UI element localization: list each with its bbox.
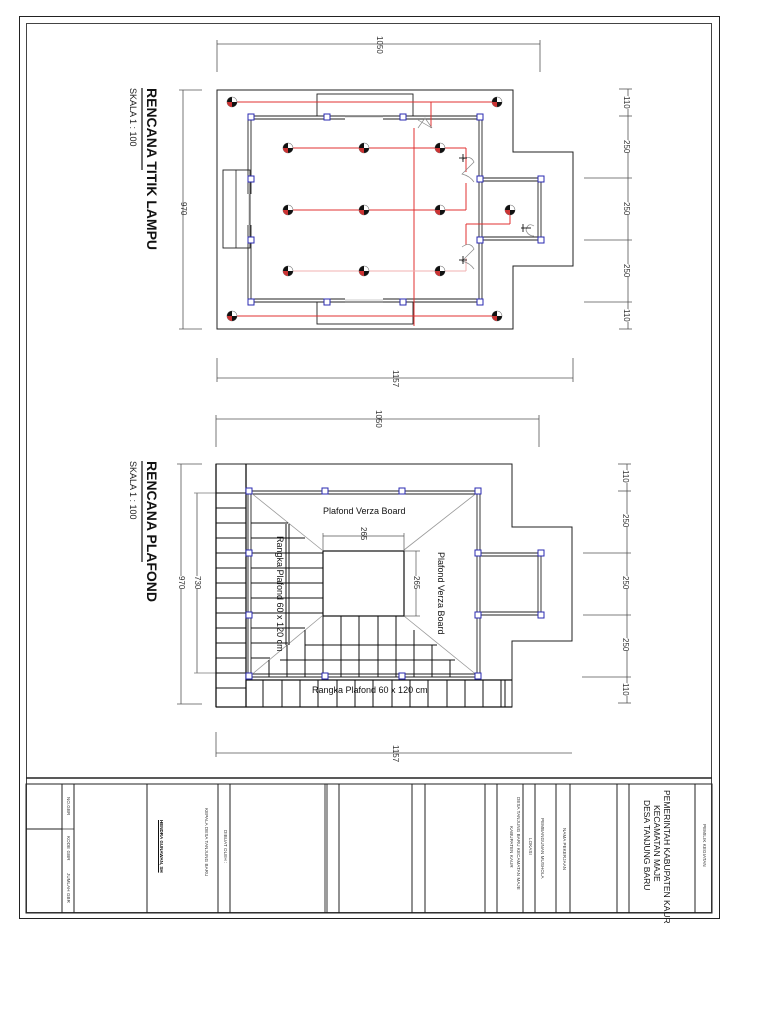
label-plafond-verza-top: Plafond Verza Board bbox=[323, 506, 406, 516]
ceiling-plan-title: RENCANA PLAFOND bbox=[144, 461, 160, 603]
sheet-outer-border bbox=[19, 16, 720, 919]
lighting-plan-title: RENCANA TITIK LAMPU bbox=[144, 88, 160, 251]
tb-lokasi: LOKASI bbox=[528, 838, 533, 855]
lighting-dim-right-1: 110 bbox=[622, 96, 631, 109]
ceiling-dim-right-4: 250 bbox=[621, 638, 630, 652]
tb-no-gbr: NO.GBR bbox=[66, 797, 71, 816]
ceiling-dim-left-inner: 730 bbox=[193, 576, 202, 590]
ceiling-dim-left-outer: 970 bbox=[177, 576, 186, 590]
tb-pekerjaan-value: PEMBANGUNAN MUSHOLA bbox=[540, 818, 545, 879]
ceiling-dim-top: 1050 bbox=[374, 410, 383, 428]
tb-lokasi-line1: DESA TANJUNG BARU KECAMATAN MAJE bbox=[516, 797, 521, 890]
tb-owner-line3: DESA TANJUNG BARU bbox=[642, 800, 652, 891]
tb-signatory: HENDRA GUNAWAN, SH bbox=[159, 820, 164, 873]
lighting-dim-right-5: 110 bbox=[622, 309, 631, 322]
ceiling-dim-right-2: 250 bbox=[621, 514, 630, 528]
title-block bbox=[25, 777, 713, 914]
tb-owner-line2: KECAMATAN MAJE bbox=[652, 805, 662, 882]
tb-nama-pekerjaan: NAMA PEKERJAAN bbox=[562, 828, 567, 871]
ceiling-dim-right-5: 110 bbox=[621, 683, 630, 696]
label-rangka-left: Rangka Plafond 60 x 120 cm bbox=[275, 536, 285, 652]
ceiling-dim-bottom: 1157 bbox=[391, 745, 400, 763]
tb-lokasi-line2: KABUPATEN KAUR bbox=[509, 826, 514, 868]
tb-kode-gbr: KODE GBR bbox=[66, 836, 71, 861]
label-rangka-bottom: Rangka Plafond 60 x 120 cm bbox=[312, 685, 428, 695]
ceiling-dim-inner-width: 265 bbox=[359, 527, 368, 541]
tb-dibuat-oleh: DIBUAT OLEH : bbox=[223, 830, 228, 864]
tb-owner-line1: PEMERINTAH KABUPATEN KAUR bbox=[662, 790, 672, 924]
lighting-dim-left: 970 bbox=[179, 202, 188, 216]
tb-jumlah-gbr: JUMLAH GBR bbox=[66, 873, 71, 904]
tb-kepala-desa: KEPALA DESA TANJUNG BARU bbox=[204, 808, 209, 877]
lighting-dim-bottom: 1157 bbox=[391, 370, 400, 388]
lighting-dim-top: 1050 bbox=[375, 36, 384, 54]
label-plafond-verza-right: Plafond Verza Board bbox=[436, 552, 446, 635]
ceiling-plan bbox=[141, 415, 631, 757]
lighting-plan bbox=[141, 40, 632, 382]
lighting-dim-right-3: 250 bbox=[622, 202, 631, 216]
tb-pemilik-kegiatan: PEMILIK KEGIATAN bbox=[702, 824, 707, 867]
ceiling-plan-scale: SKALA 1 : 100 bbox=[128, 461, 138, 520]
lighting-plan-scale: SKALA 1 : 100 bbox=[128, 88, 138, 147]
ceiling-dim-right-3: 250 bbox=[621, 576, 630, 590]
ceiling-dim-inner-height: 265 bbox=[412, 576, 421, 590]
lighting-dim-right-2: 250 bbox=[622, 140, 631, 154]
ceiling-dim-right-1: 110 bbox=[621, 470, 630, 483]
lighting-dim-right-4: 250 bbox=[622, 264, 631, 278]
